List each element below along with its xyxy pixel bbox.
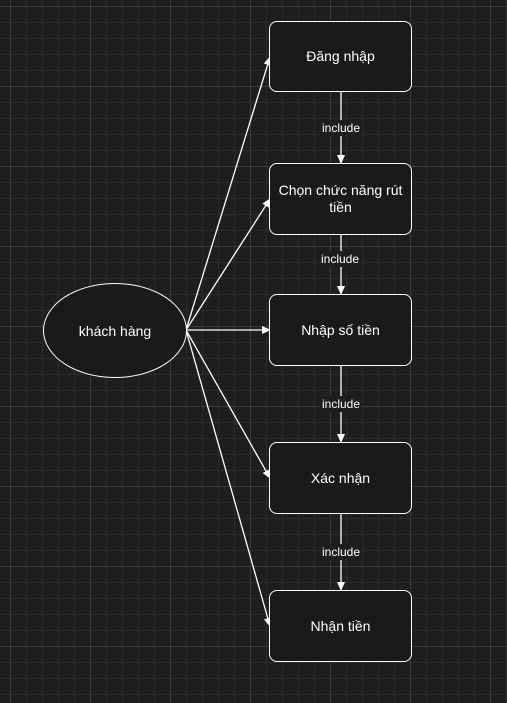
use-case-label: Xác nhận xyxy=(310,469,371,486)
use-case-label: Nhận tiền xyxy=(310,617,371,634)
use-case-chon-chuc-nang-rut-tien[interactable]: Chọn chức năng rút tiền xyxy=(269,163,412,235)
association-chon-chuc-nang xyxy=(185,198,271,331)
use-case-nhan-tien[interactable]: Nhận tiền xyxy=(269,590,412,662)
association-dang-nhap xyxy=(185,56,272,331)
actor-label: khách hàng xyxy=(78,322,152,339)
use-case-xac-nhan[interactable]: Xác nhận xyxy=(269,442,412,514)
use-case-label: Đăng nhập xyxy=(306,48,375,64)
include-label: include xyxy=(319,396,363,412)
include-label: include xyxy=(318,251,362,267)
include-label: include xyxy=(319,544,363,560)
association-xac-nhan xyxy=(185,329,271,479)
use-case-label: Nhập số tiền xyxy=(301,321,380,338)
use-case-nhap-so-tien[interactable]: Nhập số tiền xyxy=(269,294,412,366)
use-case-dang-nhap[interactable]: Đăng nhập xyxy=(269,21,412,92)
association-nhan-tien xyxy=(185,329,272,627)
actor-khach-hang[interactable]: khách hàng xyxy=(43,283,187,378)
include-label: include xyxy=(319,120,363,136)
use-case-label: Chọn chức năng rút tiền xyxy=(278,182,403,215)
